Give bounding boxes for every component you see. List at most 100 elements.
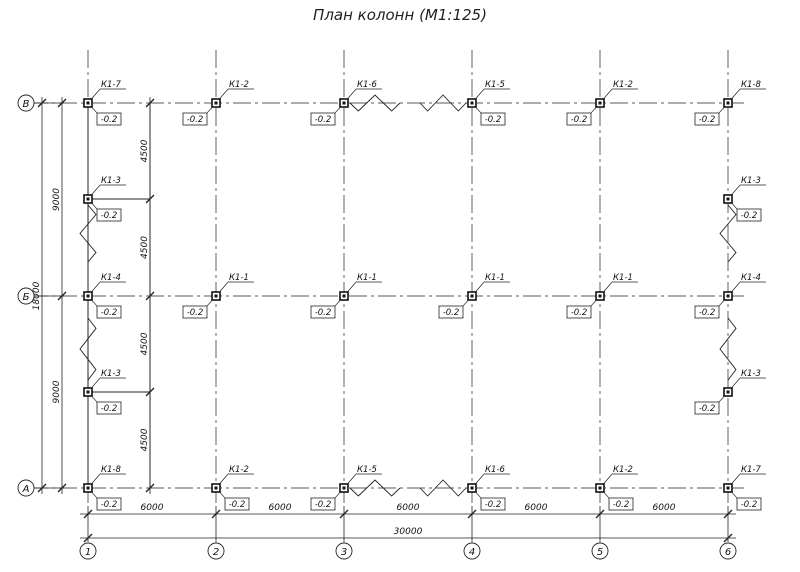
column-mark: К1-3 — [741, 176, 761, 186]
column-core — [86, 486, 90, 490]
column-21: К1-2-0.2 — [595, 465, 638, 511]
axis-bubble-3 — [335, 542, 353, 560]
column-mark: К1-8 — [741, 80, 762, 90]
level-box — [96, 305, 122, 319]
axis-bubble-В — [17, 94, 35, 112]
wall-break-bottom-b — [419, 479, 467, 497]
level-box — [608, 497, 634, 511]
column-level: -0.2 — [101, 404, 118, 414]
dim-tick — [57, 291, 67, 301]
dim-tick — [37, 98, 47, 108]
column-mark: К1-2 — [229, 80, 249, 90]
column-level: -0.2 — [699, 308, 716, 318]
column-mark: К1-1 — [613, 273, 633, 283]
column-level: -0.2 — [571, 115, 588, 125]
level-box — [96, 401, 122, 415]
column-mark: К1-2 — [613, 80, 633, 90]
column-level: -0.2 — [315, 115, 332, 125]
column-22: К1-7-0.2 — [723, 465, 766, 511]
column-core — [86, 390, 90, 394]
axis-label: 6 — [725, 547, 731, 558]
column-core — [214, 294, 218, 298]
wall-breaks — [79, 94, 737, 497]
dim-fine-vertical: 4500 — [140, 236, 150, 259]
column-level: -0.2 — [315, 308, 332, 318]
column-core — [342, 294, 346, 298]
axis-bubble-Б — [17, 287, 35, 305]
dim-tick — [595, 509, 605, 519]
column-core — [598, 101, 602, 105]
level-box — [480, 497, 506, 511]
column-core — [214, 486, 218, 490]
axis-label: 2 — [213, 547, 219, 558]
dim-fine-vertical: 4500 — [140, 139, 150, 162]
column-core — [470, 486, 474, 490]
column-mark: К1-7 — [741, 465, 762, 475]
column-17: К1-8 -0.2 — [83, 465, 126, 511]
level-box — [96, 112, 122, 126]
dim-span-label: 6000 — [653, 503, 676, 513]
dim-span-label: 6000 — [397, 503, 420, 513]
axis-bubble-6 — [719, 542, 737, 560]
column-mark: К1-7 — [101, 80, 122, 90]
column-level: -0.2 — [699, 404, 716, 414]
axis-label: А — [22, 484, 30, 495]
column-level: -0.2 — [101, 115, 118, 125]
column-12: К1-1-0.2 — [438, 273, 510, 319]
column-level: -0.2 — [187, 115, 204, 125]
axis-bubble-2 — [207, 542, 225, 560]
wall-break-bottom-a — [349, 479, 401, 497]
wall-break-left-b — [79, 317, 97, 381]
axis-bubble-А — [17, 479, 35, 497]
column-mark: К1-4 — [741, 273, 761, 283]
axis-label: В — [23, 99, 30, 110]
dim-tick — [145, 194, 155, 204]
dim-span-label: 6000 — [525, 503, 548, 513]
column-mark: К1-3 — [101, 176, 121, 186]
dim-tick — [83, 533, 93, 543]
column-level: -0.2 — [101, 500, 118, 510]
level-box — [566, 112, 592, 126]
column-core — [214, 101, 218, 105]
dim-tick — [145, 291, 155, 301]
level-box — [566, 305, 592, 319]
column-mark: К1-5 — [485, 80, 505, 90]
column-level: -0.2 — [485, 500, 502, 510]
level-box — [310, 497, 336, 511]
column-2: К1-2 -0.2 — [182, 80, 254, 126]
column-13: К1-1-0.2 — [566, 273, 638, 319]
column-7: К1-3-0.2 — [83, 176, 126, 222]
column-core — [726, 197, 730, 201]
wall-break-right-b — [719, 317, 737, 381]
dim-tick — [145, 483, 155, 493]
column-core — [86, 197, 90, 201]
axis-label: 3 — [341, 547, 347, 558]
column-19: К1-5 -0.2 — [310, 465, 382, 511]
level-box — [694, 401, 720, 415]
column-mark: К1-8 — [101, 465, 122, 475]
dim-fine-vertical: 4500 — [140, 428, 150, 451]
axis-label: 1 — [85, 547, 91, 558]
dim-tick — [723, 509, 733, 519]
dim-tick — [211, 509, 221, 519]
level-box — [310, 112, 336, 126]
column-level: -0.2 — [613, 500, 630, 510]
column-core — [342, 486, 346, 490]
level-box — [96, 208, 122, 222]
dim-tick — [467, 509, 477, 519]
column-1: К1-7 -0.2 — [83, 80, 126, 126]
column-16: К1-3-0.2 — [694, 369, 766, 415]
column-level: -0.2 — [315, 500, 332, 510]
column-level: -0.2 — [699, 115, 716, 125]
column-core — [598, 486, 602, 490]
column-10: К1-1-0.2 — [182, 273, 254, 319]
column-level: -0.2 — [229, 500, 246, 510]
column-6: К1-8 -0.2 — [694, 80, 766, 126]
column-mark: К1-5 — [357, 465, 377, 475]
wall-break-top-a — [349, 94, 401, 112]
column-14: К1-4 -0.2 — [694, 273, 766, 319]
column-level: -0.2 — [741, 211, 758, 221]
dim-tick — [339, 509, 349, 519]
column-8: К1-3 -0.2 — [723, 176, 766, 222]
